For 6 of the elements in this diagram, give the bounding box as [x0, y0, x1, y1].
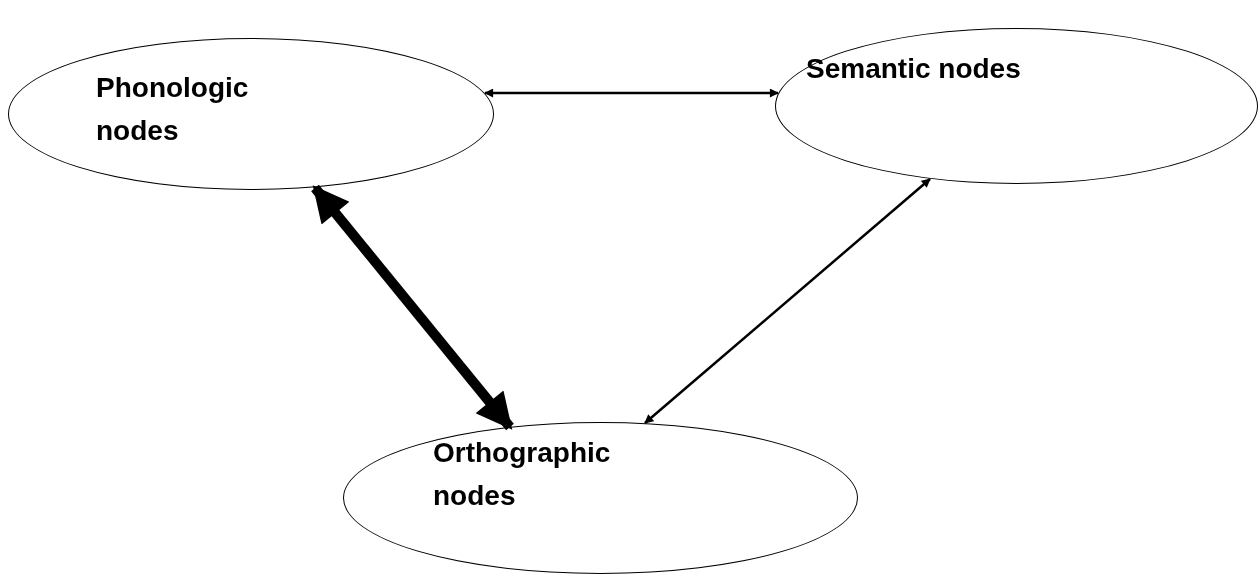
node-label: Semantic nodes	[806, 52, 1022, 86]
node-label: Phonologic nodes	[96, 71, 250, 149]
double-headed-arrow	[644, 178, 931, 424]
node-label: Orthographic nodes	[433, 436, 612, 514]
double-headed-arrow	[484, 88, 779, 98]
double-headed-arrow	[311, 184, 514, 431]
